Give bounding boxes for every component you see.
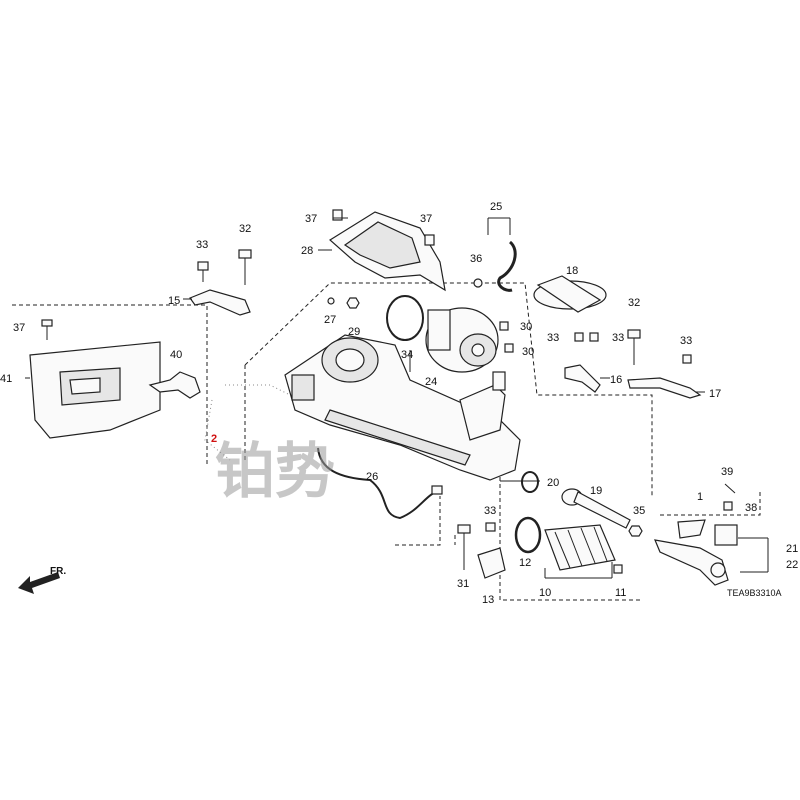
label-16: 16 — [610, 374, 622, 386]
label-25: 25 — [490, 201, 502, 213]
connector-part — [431, 485, 443, 495]
label-33-mid: 33 — [547, 332, 559, 344]
label-37-right: 37 — [420, 213, 432, 225]
label-37-left: 37 — [13, 322, 25, 334]
label-13: 13 — [482, 594, 494, 606]
nut-27-part — [327, 297, 335, 305]
bolt-part — [332, 209, 435, 246]
bolt-part — [627, 329, 641, 365]
label-33-right: 33 — [612, 332, 624, 344]
leader-lines — [25, 217, 769, 579]
label-21: 21 — [786, 543, 798, 555]
watermark: 铂势 — [215, 437, 335, 507]
steering-gear-part — [284, 334, 521, 481]
watermark-text: 铂势 — [215, 437, 335, 507]
label-11: 11 — [615, 587, 626, 599]
boot-kit-part — [677, 519, 738, 546]
label-20: 20 — [547, 477, 559, 489]
bolt-part — [238, 249, 252, 285]
label-10: 10 — [539, 587, 551, 599]
motor-24-part — [425, 307, 499, 373]
label-32-left: 32 — [239, 223, 251, 235]
bolt-part — [589, 332, 599, 342]
clamp-part — [473, 278, 483, 288]
bolt-part — [485, 522, 496, 532]
label-36: 36 — [470, 253, 482, 265]
seal-18-part — [533, 275, 607, 313]
label-24: 24 — [425, 376, 437, 388]
harness-26-part — [317, 447, 441, 520]
bracket-17-part — [627, 377, 702, 399]
label-38: 38 — [745, 502, 757, 514]
group-outlines — [12, 282, 761, 601]
o-ring-34-part — [386, 295, 424, 341]
bracket-40-part — [148, 371, 201, 399]
label-33-bottom: 33 — [484, 505, 496, 517]
bracket-16-part — [564, 364, 601, 393]
bracket-13-part — [477, 547, 506, 579]
clamp-12-part — [514, 516, 542, 554]
label-31: 31 — [457, 578, 469, 590]
nut-35-part — [628, 525, 643, 537]
label-33-far-right: 33 — [680, 335, 692, 347]
label-18: 18 — [566, 265, 578, 277]
red-mark: 2 — [211, 433, 217, 445]
bolt-part — [574, 332, 584, 342]
label-33-left: 33 — [196, 239, 208, 251]
tie-rod-19-part — [561, 488, 631, 529]
label-26: 26 — [366, 471, 378, 483]
bolt-part — [41, 319, 53, 340]
label-30-lower: 30 — [522, 346, 534, 358]
label-37-top: 37 — [305, 213, 317, 225]
bolt-part — [197, 261, 209, 282]
heat-shield-part — [29, 341, 161, 439]
label-15: 15 — [168, 295, 180, 307]
clip-11-part — [613, 564, 623, 574]
bolt-part — [457, 524, 471, 570]
diagram-code: TEA9B3310A — [727, 588, 782, 598]
label-40: 40 — [170, 349, 182, 361]
boot-10-part — [544, 524, 616, 571]
bolt-part — [682, 354, 692, 364]
pin-39-part — [724, 483, 736, 494]
tie-rod-end-part — [654, 539, 729, 586]
heat-shield-28-part — [328, 211, 446, 292]
label-27: 27 — [324, 314, 336, 326]
label-35: 35 — [633, 505, 645, 517]
front-arrow-icon: FR. — [18, 566, 66, 594]
nut-38-part — [723, 501, 733, 511]
label-17: 17 — [709, 388, 721, 400]
label-41: 41 — [0, 373, 12, 385]
nut-29-part — [346, 297, 360, 309]
label-1: 1 — [697, 491, 703, 503]
label-30-upper: 30 — [520, 321, 532, 333]
hose-25-part — [497, 240, 517, 292]
label-34: 34 — [401, 349, 413, 361]
label-39: 39 — [721, 466, 733, 478]
front-marker-text: FR. — [50, 566, 66, 577]
part-labels: 1 10 11 12 13 15 16 17 18 19 20 21 22 24… — [0, 201, 798, 606]
bracket-15-part — [189, 289, 251, 316]
label-32-right: 32 — [628, 297, 640, 309]
label-22: 22 — [786, 559, 798, 571]
o-ring-20-part — [521, 471, 539, 493]
label-28: 28 — [301, 245, 313, 257]
bolt-part — [499, 321, 514, 353]
label-12: 12 — [519, 557, 531, 569]
label-29: 29 — [348, 326, 360, 338]
label-19: 19 — [590, 485, 602, 497]
